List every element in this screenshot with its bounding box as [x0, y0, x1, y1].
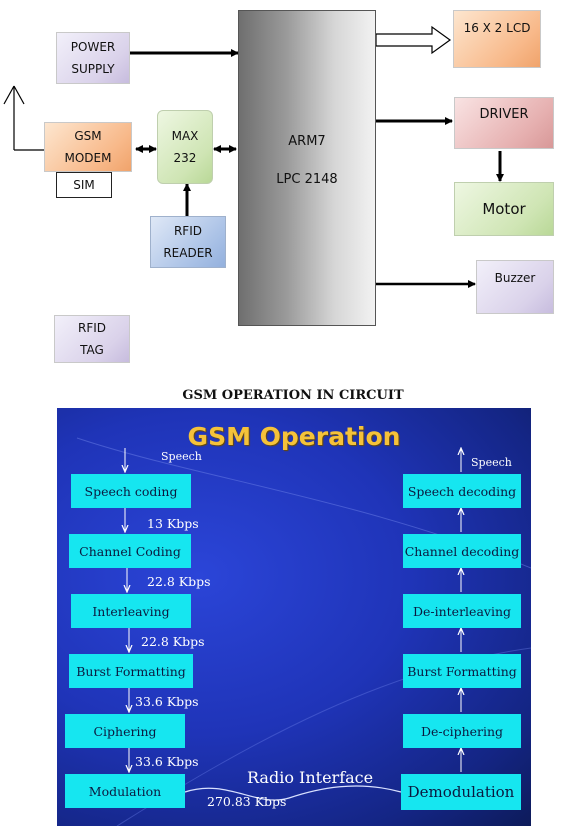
figure-caption: GSM OPERATION IN CIRCUIT [182, 388, 404, 403]
arm7-block: ARM7 LPC 2148 [238, 10, 376, 326]
radio-interface-label: Radio Interface [247, 768, 374, 787]
motor-block: Motor [454, 182, 554, 236]
rx-speech-decoding: Speech decoding [403, 474, 521, 508]
rx-de-interleaving: De-interleaving [403, 594, 521, 628]
tx-burst-formatting: Burst Formatting [69, 654, 193, 688]
rx-demodulation: Demodulation [401, 774, 521, 810]
buzzer-block: Buzzer [476, 260, 554, 314]
antenna-icon [3, 85, 44, 151]
rfid-reader-block: RFID READER [150, 216, 226, 268]
rx-de-ciphering: De-ciphering [403, 714, 521, 748]
diagram-connectors [3, 25, 504, 288]
tx-speech-coding: Speech coding [71, 474, 191, 508]
gsm-operation-slide: GSM Operation Speech Speech Speech codin… [57, 408, 531, 826]
speech-output-label: Speech [471, 456, 512, 469]
rate-label: 33.6 Kbps [135, 754, 199, 769]
gsm-modem-block: GSM MODEM [44, 122, 132, 172]
tx-modulation: Modulation [65, 774, 185, 808]
tx-interleaving: Interleaving [71, 594, 191, 628]
lcd-block: 16 X 2 LCD [453, 10, 541, 68]
rate-label: 13 Kbps [147, 516, 199, 531]
rfid-tag-block: RFID TAG [54, 315, 130, 363]
gsm-title: GSM Operation [187, 422, 401, 451]
tx-ciphering: Ciphering [65, 714, 185, 748]
speech-input-label: Speech [161, 450, 202, 463]
tx-channel-coding: Channel Coding [69, 534, 191, 568]
rate-label: 33.6 Kbps [135, 694, 199, 709]
radio-rate-label: 270.83 Kbps [207, 794, 287, 809]
arrow-arm-to-lcd [375, 25, 452, 55]
rx-burst-formatting: Burst Formatting [403, 654, 521, 688]
rate-label: 22.8 Kbps [141, 634, 205, 649]
rx-channel-decoding: Channel decoding [403, 534, 521, 568]
power-supply-block: POWER SUPPLY [56, 32, 130, 84]
driver-block: DRIVER [454, 97, 554, 149]
max232-block: MAX 232 [157, 110, 213, 184]
rate-label: 22.8 Kbps [147, 574, 211, 589]
sim-block: SIM [56, 172, 112, 198]
